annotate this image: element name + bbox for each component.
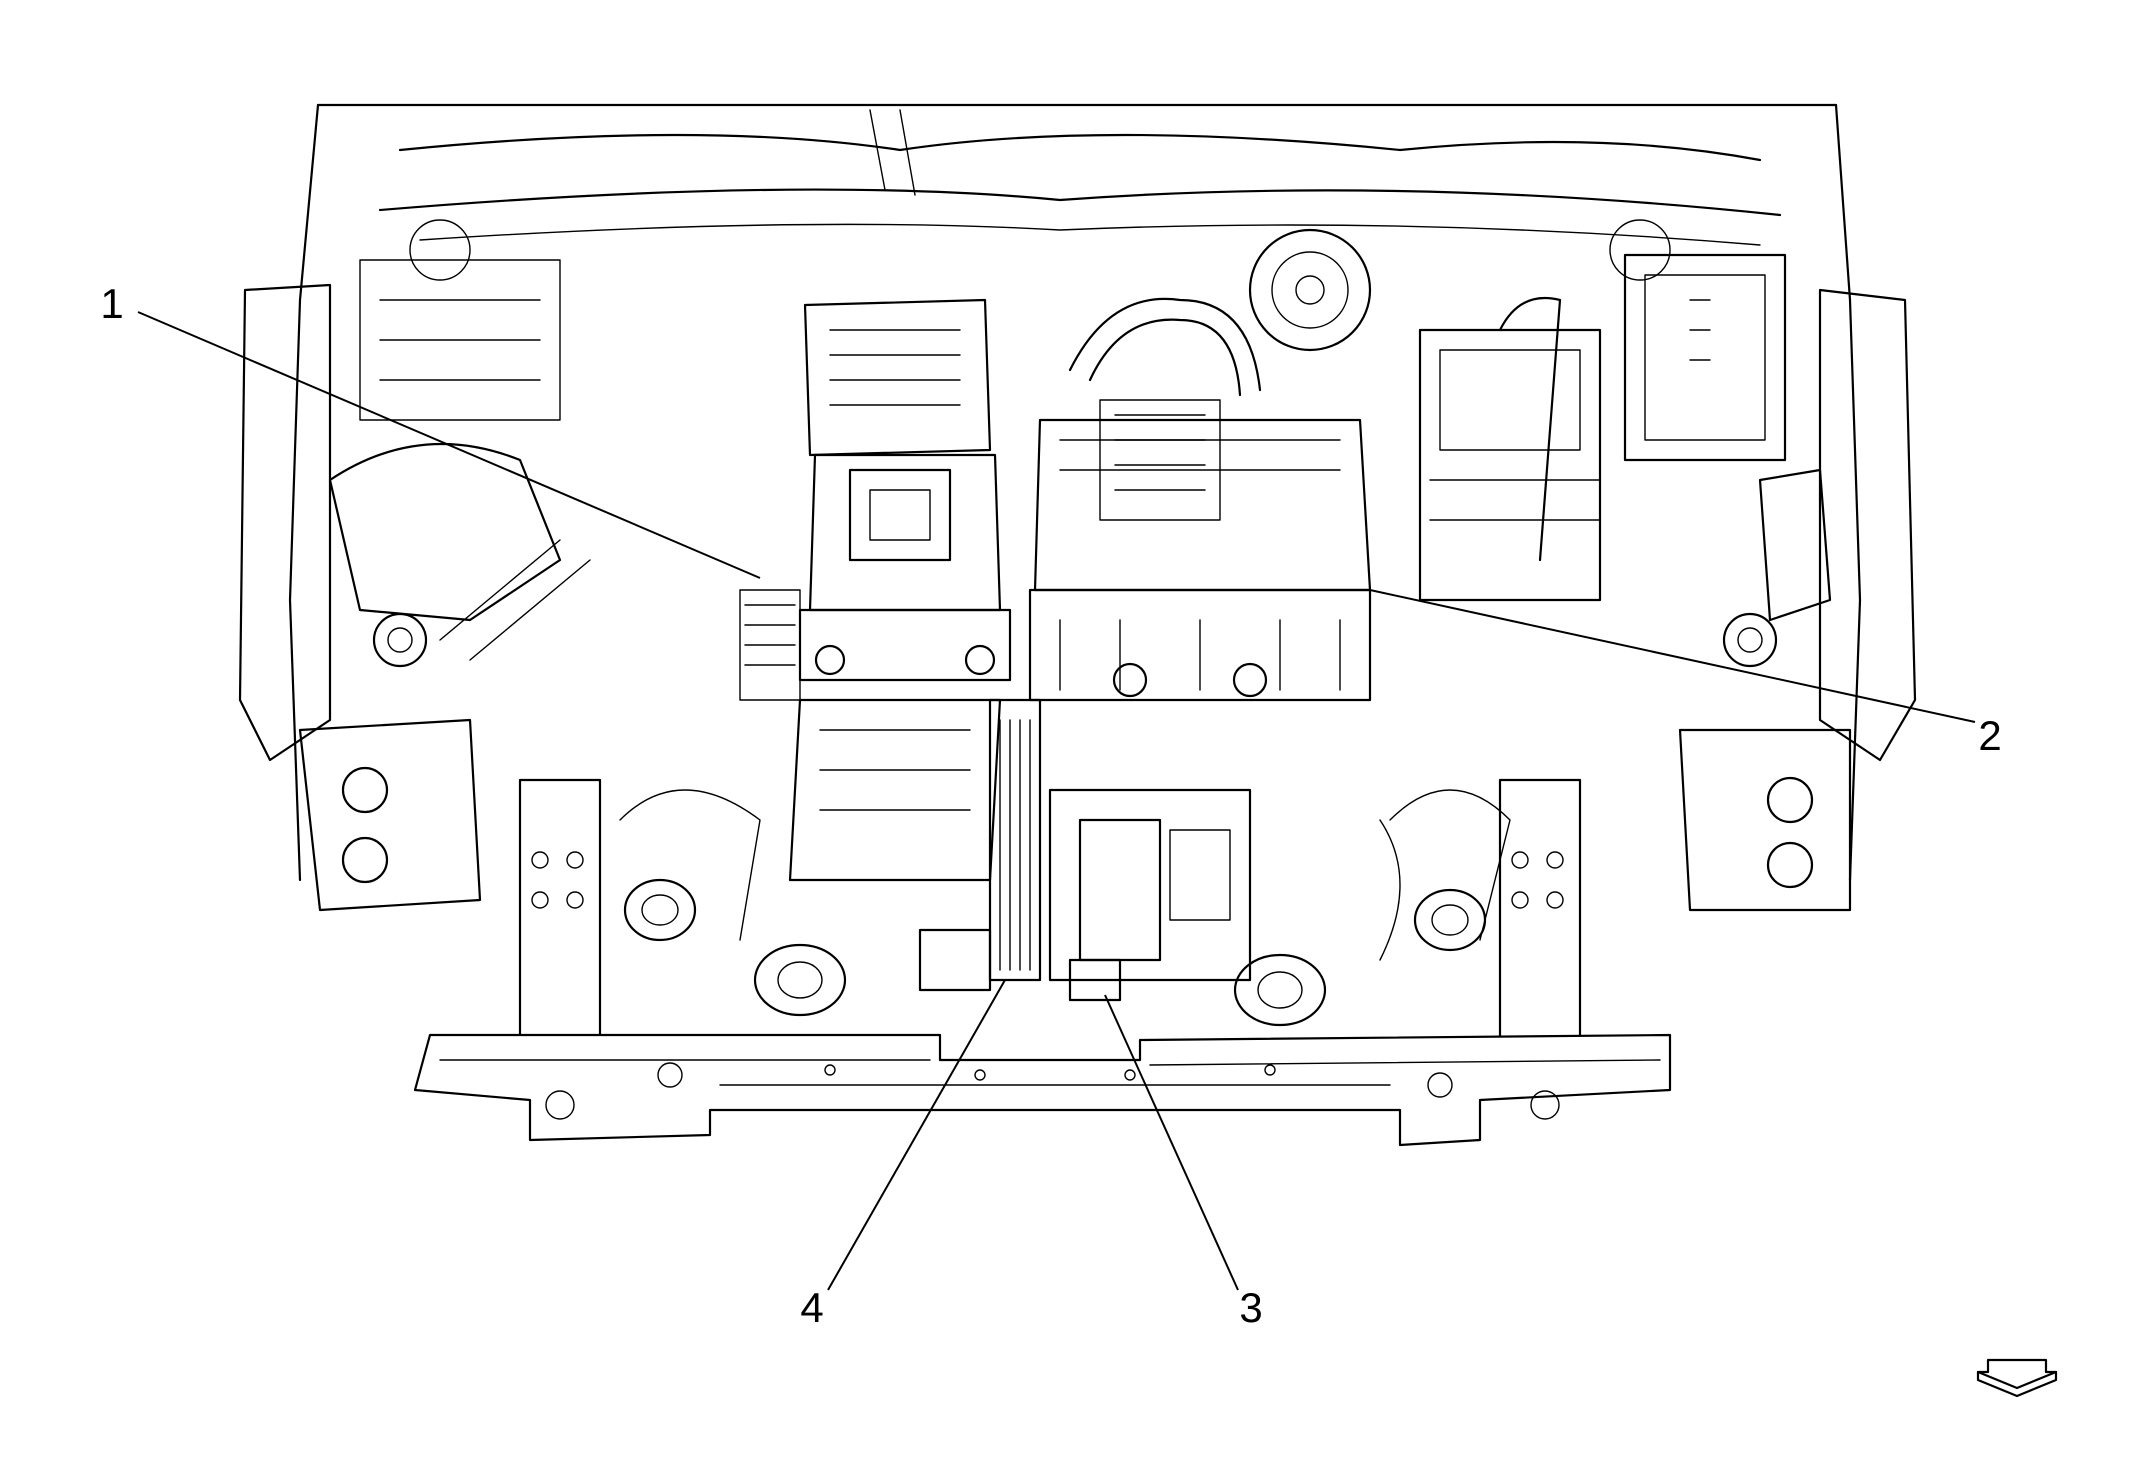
callout-2: 2 <box>1978 712 2001 759</box>
left-electronic-module <box>739 298 1012 701</box>
callout-leaders <box>137 311 1976 1291</box>
lower-drive-unit <box>788 698 1252 1002</box>
hood-upper-body <box>288 103 1862 882</box>
callout-4: 4 <box>800 1284 823 1331</box>
front-subframe <box>413 1033 1672 1147</box>
view-direction-arrow-icon <box>1976 1358 2058 1398</box>
left-strut-tower <box>238 259 602 1042</box>
callout-1: 1 <box>100 280 123 327</box>
leader-2 <box>1369 589 1976 723</box>
engine-mounts <box>619 789 1511 1027</box>
callout-3: 3 <box>1239 1284 1262 1331</box>
coolant-reservoir <box>1418 296 1602 602</box>
callout-labels: 1 2 3 4 <box>100 280 2001 1331</box>
leader-1 <box>137 311 761 579</box>
leader-4 <box>827 979 1006 1291</box>
central-power-module <box>1028 228 1372 702</box>
leader-3 <box>1104 994 1239 1291</box>
